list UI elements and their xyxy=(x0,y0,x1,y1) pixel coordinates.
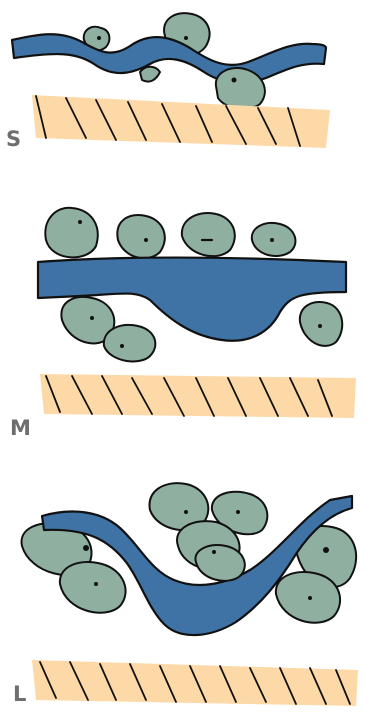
rock-mark xyxy=(94,582,98,586)
rock-mark xyxy=(236,510,240,514)
rock-mark xyxy=(308,596,312,600)
size-label-small: S xyxy=(6,129,21,150)
rock-mark xyxy=(83,545,89,551)
rock-mark xyxy=(270,238,274,242)
panel-large xyxy=(22,483,358,706)
rock-mark xyxy=(97,36,101,40)
panel-medium xyxy=(38,208,356,418)
rock xyxy=(300,302,342,346)
rock xyxy=(117,215,164,258)
rock-mark xyxy=(120,344,124,348)
rock xyxy=(45,208,97,258)
bedrock-band xyxy=(32,95,330,148)
rock xyxy=(140,67,160,82)
rock-mark xyxy=(78,220,82,224)
panel-small xyxy=(12,13,330,148)
rock-mark xyxy=(144,238,148,242)
rock-mark xyxy=(232,78,237,83)
size-label-large: L xyxy=(13,684,26,705)
rock-mark xyxy=(212,550,216,554)
rock xyxy=(195,545,244,581)
rock-mark xyxy=(318,324,322,328)
rock xyxy=(104,325,156,361)
rock-mark xyxy=(184,510,188,514)
river-channel xyxy=(12,34,326,83)
rock xyxy=(276,572,340,623)
rock-mark xyxy=(90,316,94,320)
rock-mark xyxy=(184,36,188,40)
rock xyxy=(182,213,235,256)
rock-mark xyxy=(323,547,329,553)
size-label-medium: M xyxy=(10,418,31,439)
rock xyxy=(60,562,126,613)
